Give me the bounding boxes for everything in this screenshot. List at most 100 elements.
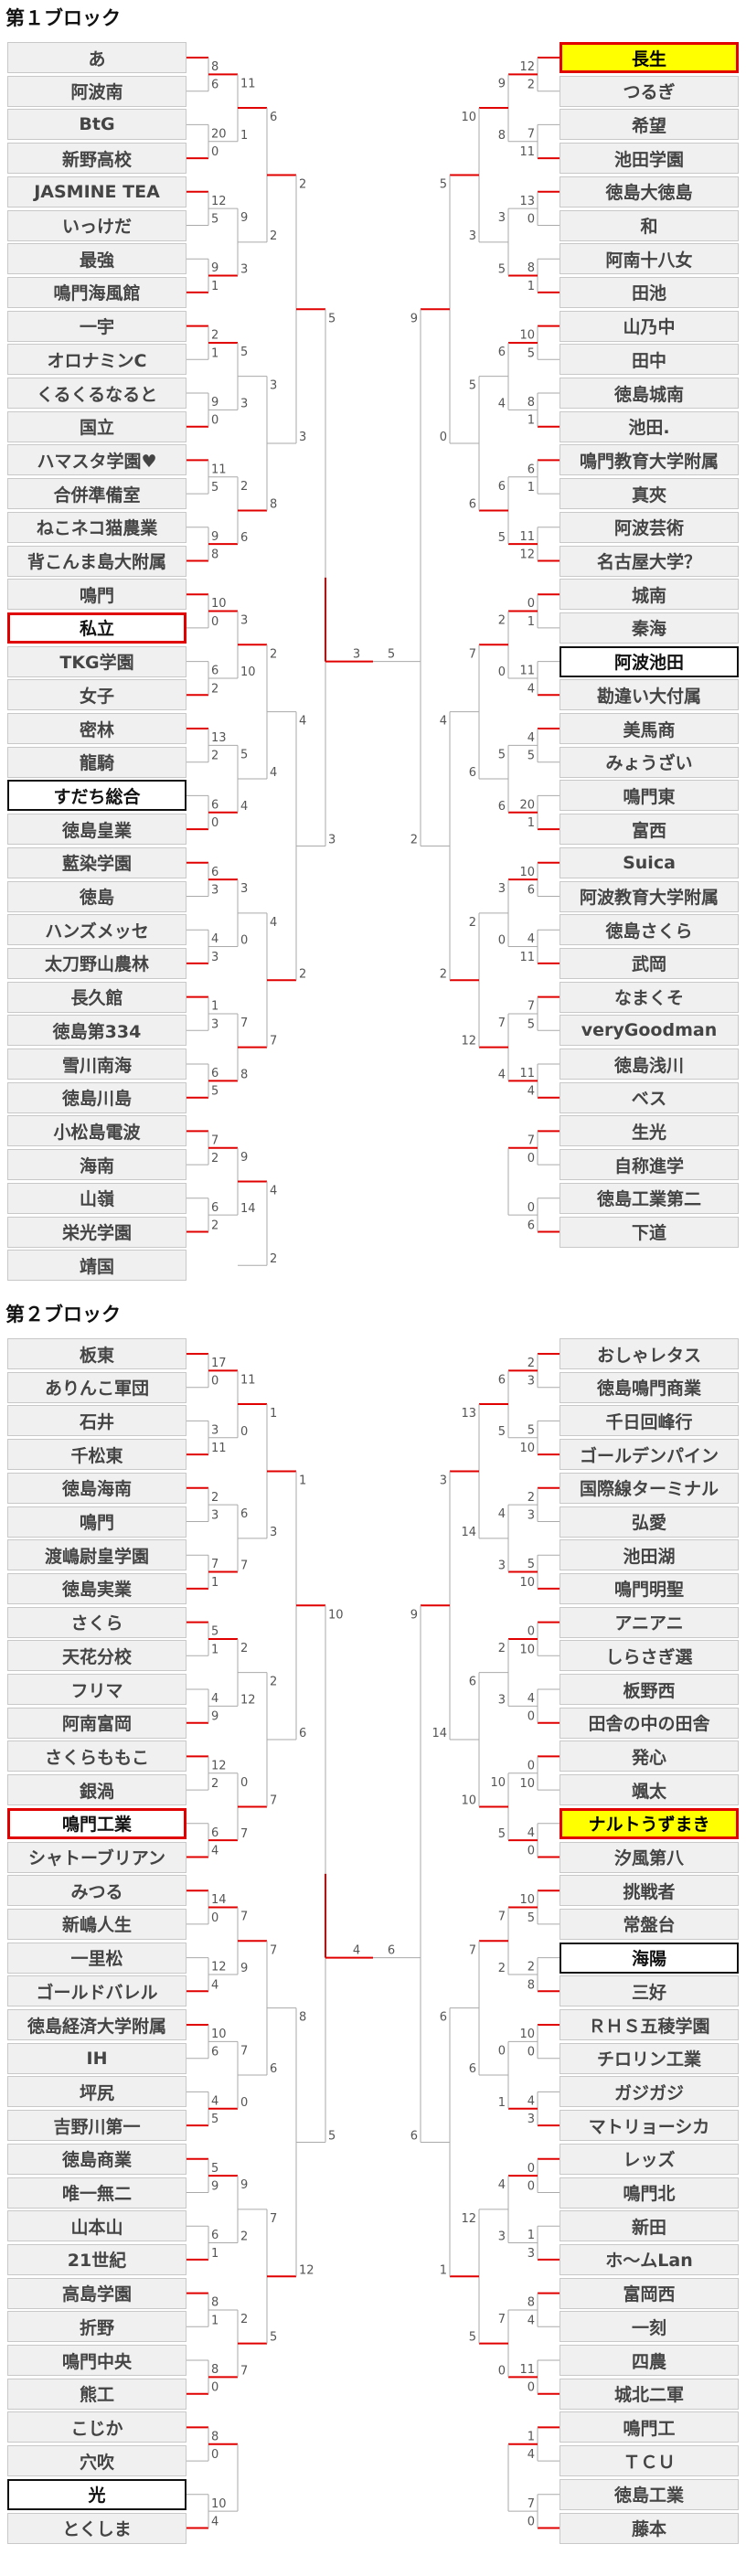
team-left[interactable]: 徳島第334 [7,1015,186,1047]
team-right[interactable]: 国際線ターミナル [560,1472,739,1504]
team-right[interactable]: 秦海 [560,612,739,644]
team-left[interactable]: 徳島実業 [7,1572,186,1604]
team-left[interactable]: 板東 [7,1338,186,1369]
team-right[interactable]: レッズ [560,2143,739,2175]
team-right[interactable]: 富岡西 [560,2277,739,2309]
team-right[interactable]: マトリョーシカ [560,2110,739,2142]
team-left[interactable]: 一里松 [7,1942,186,1974]
team-left[interactable]: 背こんま島大附属 [7,545,186,577]
team-left[interactable]: みつる [7,1875,186,1907]
team-right[interactable]: ナルトうずまき [560,1807,739,1839]
team-right[interactable]: 山乃中 [560,310,739,342]
team-left[interactable]: 国立 [7,410,186,442]
team-left[interactable]: 唯一無二 [7,2177,186,2209]
team-left[interactable]: BtG [7,109,186,141]
team-right[interactable]: ホ～ムLan [560,2243,739,2275]
team-right[interactable]: 千日回峰行 [560,1405,739,1437]
team-left[interactable]: 徳島皇業 [7,814,186,846]
team-right[interactable]: しらさぎ選 [560,1640,739,1672]
team-right[interactable]: 田中 [560,344,739,376]
team-right[interactable]: おしゃレタス [560,1338,739,1369]
team-right[interactable]: 一刻 [560,2311,739,2343]
team-right[interactable]: 富西 [560,814,739,846]
team-left[interactable]: さくら [7,1606,186,1638]
team-right[interactable]: 城南 [560,579,739,611]
team-right[interactable]: ＲＨＳ五稜学園 [560,2009,739,2040]
team-left[interactable]: くるくるなると [7,378,186,409]
team-right[interactable]: 徳島城南 [560,378,739,409]
team-left[interactable]: 高島学園 [7,2277,186,2309]
team-right[interactable]: 生光 [560,1115,739,1147]
team-right[interactable]: 海陽 [560,1942,739,1974]
team-right[interactable]: 徳島大徳島 [560,176,739,208]
team-left[interactable]: 小松島電波 [7,1115,186,1147]
team-right[interactable]: 颯太 [560,1774,739,1806]
team-right[interactable]: つるぎ [560,75,739,107]
team-right[interactable]: 真夾 [560,478,739,510]
team-left[interactable]: 阿波南 [7,75,186,107]
team-right[interactable]: 新田 [560,2210,739,2242]
team-left[interactable]: 鳴門海風館 [7,276,186,308]
team-left[interactable]: ねこネコ猫農業 [7,511,186,543]
team-left[interactable]: 徳島商業 [7,2143,186,2175]
team-right[interactable]: 田舎の中の田舎 [560,1707,739,1739]
team-right[interactable]: 鳴門東 [560,780,739,812]
team-right[interactable]: 鳴門北 [560,2177,739,2209]
team-right[interactable]: 勘違い大付属 [560,679,739,711]
team-right[interactable]: 常盤台 [560,1908,739,1940]
team-left[interactable]: 渡嶋尉皇学園 [7,1539,186,1571]
team-left[interactable]: 徳島海南 [7,1472,186,1504]
team-left[interactable]: ハマスタ学園♥ [7,444,186,476]
team-right[interactable]: 城北二軍 [560,2378,739,2410]
team-right[interactable]: 汐風第八 [560,1841,739,1873]
team-left[interactable]: JASMINE TEA [7,176,186,208]
team-left[interactable]: 光 [7,2478,186,2510]
team-left[interactable]: 徳島 [7,880,186,912]
team-left[interactable]: すだち総合 [7,780,186,812]
team-right[interactable]: 発心 [560,1740,739,1772]
team-left[interactable]: 雪川南海 [7,1048,186,1080]
team-right[interactable]: 鳴門工 [560,2411,739,2443]
team-right[interactable]: 阿波芸術 [560,511,739,543]
team-left[interactable]: 女子 [7,679,186,711]
team-left[interactable]: とくしま [7,2512,186,2544]
team-left[interactable]: 徳島川島 [7,1081,186,1113]
team-left[interactable]: 海南 [7,1149,186,1181]
team-right[interactable]: ベス [560,1081,739,1113]
team-right[interactable]: 徳島工業 [560,2478,739,2510]
team-left[interactable]: 長久館 [7,981,186,1013]
team-left[interactable]: シャトーブリアン [7,1841,186,1873]
team-left[interactable]: 太刀野山農林 [7,947,186,979]
team-right[interactable]: 田池 [560,276,739,308]
team-right[interactable]: 阿波教育大学附属 [560,880,739,912]
team-right[interactable]: Suica [560,846,739,878]
team-left[interactable]: ハンズメッセ [7,914,186,946]
team-right[interactable]: 下道 [560,1216,739,1248]
team-right[interactable]: 池田学園 [560,143,739,175]
team-left[interactable]: さくらももこ [7,1740,186,1772]
team-left[interactable]: こじか [7,2411,186,2443]
team-left[interactable]: 山本山 [7,2210,186,2242]
team-left[interactable]: 藍染学園 [7,846,186,878]
team-right[interactable]: 鳴門明聖 [560,1572,739,1604]
team-left[interactable]: 私立 [7,612,186,644]
team-left[interactable]: 折野 [7,2311,186,2343]
team-left[interactable]: ゴールドバレル [7,1975,186,2007]
team-right[interactable]: 池田湖 [560,1539,739,1571]
team-left[interactable]: 山嶺 [7,1182,186,1214]
team-left[interactable]: TKG学園 [7,645,186,677]
team-left[interactable]: 一宇 [7,310,186,342]
team-left[interactable]: 新嶋人生 [7,1908,186,1940]
team-right[interactable]: 鳴門教育大学附属 [560,444,739,476]
team-right[interactable]: 名古屋大学？ [560,545,739,577]
team-left[interactable]: 千松東 [7,1439,186,1471]
team-right[interactable]: 希望 [560,109,739,141]
team-left[interactable]: オロナミンC [7,344,186,376]
team-right[interactable]: ＴＣＵ [560,2445,739,2477]
team-right[interactable]: 徳島工業第二 [560,1182,739,1214]
team-right[interactable]: 三好 [560,1975,739,2007]
team-left[interactable]: 鳴門中央 [7,2345,186,2376]
team-right[interactable]: 阿南十八女 [560,243,739,275]
team-left[interactable]: 坪尻 [7,2076,186,2108]
team-left[interactable]: IH [7,2042,186,2074]
